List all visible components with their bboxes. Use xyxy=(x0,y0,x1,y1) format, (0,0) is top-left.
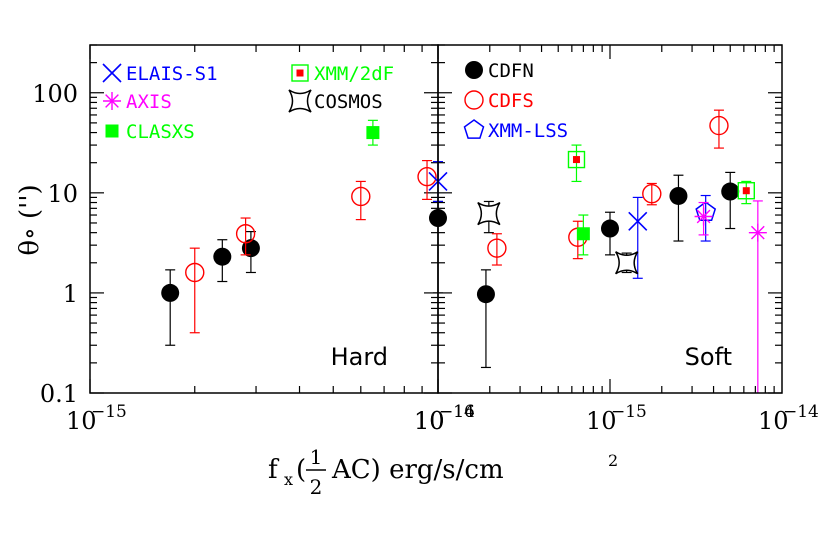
x-tick-label-exp: −14 xyxy=(783,402,819,422)
x-tick-label-exp: −15 xyxy=(91,402,127,422)
series-cosmos xyxy=(477,200,501,234)
x-title-f: f xyxy=(268,455,280,485)
y-axis-title: θ∘ ('') xyxy=(15,184,45,255)
series-cosmos xyxy=(615,251,639,275)
legend-marker xyxy=(291,64,309,82)
data-point-core xyxy=(742,187,750,195)
legend-item: COSMOS xyxy=(288,89,383,113)
x-title-open-paren: ( xyxy=(296,455,306,485)
data-point xyxy=(628,211,648,231)
data-point-box xyxy=(737,182,755,200)
data-point xyxy=(487,238,507,258)
legend-label: CDFN xyxy=(488,60,534,82)
x-title-frac-den: 2 xyxy=(310,475,323,499)
series-clasxs xyxy=(576,214,590,256)
y-tick-label: 10 xyxy=(47,180,78,208)
data-point xyxy=(721,182,740,201)
x-tick-label: 10 xyxy=(414,407,445,435)
data-point-core xyxy=(572,156,580,164)
series-axis xyxy=(748,200,767,393)
data-point xyxy=(567,150,586,169)
legend-label: ELAIS-S1 xyxy=(126,63,218,85)
legend-marker-ray xyxy=(105,94,119,108)
data-point xyxy=(366,126,380,140)
data-point-box xyxy=(567,150,586,169)
legend-marker xyxy=(464,90,484,110)
legend-marker-b xyxy=(102,63,122,83)
data-point xyxy=(476,285,495,304)
legend-label: AXIS xyxy=(126,91,172,113)
series-clasxs xyxy=(366,119,380,146)
legend-marker xyxy=(465,61,483,79)
legend-item: CLASXS xyxy=(105,121,195,143)
data-point xyxy=(161,283,180,302)
data-point xyxy=(669,186,688,205)
legend-label: CLASXS xyxy=(126,121,195,143)
data-point xyxy=(235,224,256,244)
y-tick-label: 100 xyxy=(32,80,78,108)
legend-label: CDFS xyxy=(488,90,534,112)
legend-item: XMM-LSS xyxy=(463,119,568,142)
x-tick-label: 10 xyxy=(586,407,617,435)
data-point xyxy=(695,201,717,222)
x-tick-label: 10 xyxy=(414,407,445,435)
x-tick-label: 10 xyxy=(66,407,97,435)
data-point xyxy=(737,182,755,200)
data-point xyxy=(642,184,662,204)
series-axis xyxy=(694,201,713,236)
data-point-ray xyxy=(696,209,711,224)
data-point-b xyxy=(628,211,648,231)
legend-marker xyxy=(105,124,119,138)
legend-item: AXIS xyxy=(103,91,172,113)
series-cdfn xyxy=(476,171,740,369)
x-tick-label-exp: −15 xyxy=(611,402,647,422)
data-point xyxy=(694,207,713,226)
legend-label: XMM/2dF xyxy=(314,63,394,85)
series-xmm-2df xyxy=(567,144,586,183)
data-point xyxy=(601,219,619,238)
y-tick-label: 0.1 xyxy=(40,380,78,408)
legend-item: CDFN xyxy=(465,60,534,82)
legend-label: COSMOS xyxy=(314,91,383,113)
data-point xyxy=(477,201,501,226)
panel-label: Soft xyxy=(685,343,732,371)
data-point-ray xyxy=(750,225,765,240)
x-tick-label-exp: −14 xyxy=(439,402,475,422)
x-tick-label-exp: −16 xyxy=(439,402,475,422)
legend-marker xyxy=(288,89,312,113)
legend-marker xyxy=(463,119,485,139)
legend-marker-core xyxy=(296,69,304,77)
data-point xyxy=(351,186,371,207)
x-title-rest: AC) erg/s/cm xyxy=(331,455,504,485)
panel-label: Hard xyxy=(331,343,388,371)
legend-label: XMM-LSS xyxy=(488,120,568,142)
x-axis-title: f x ( 1 2 AC) erg/s/cm 2 xyxy=(268,445,618,499)
legend-item: CDFS xyxy=(464,90,534,112)
legend-item: ELAIS-S1 xyxy=(102,63,218,85)
series-elais-s1 xyxy=(628,196,648,279)
x-tick-label: 10 xyxy=(758,407,789,435)
data-point xyxy=(185,262,205,283)
data-point xyxy=(213,247,232,266)
legend-item: XMM/2dF xyxy=(291,63,394,85)
data-point xyxy=(576,227,590,241)
legend-marker-box xyxy=(291,64,309,82)
data-point xyxy=(417,166,437,187)
x-title-frac-num: 1 xyxy=(310,445,323,469)
data-point xyxy=(748,223,767,242)
legend-marker xyxy=(102,63,122,83)
series-cdfs xyxy=(185,159,437,334)
data-point xyxy=(709,115,729,136)
x-title-sup: 2 xyxy=(608,451,618,470)
legend-marker xyxy=(103,92,121,110)
data-point xyxy=(241,239,260,258)
series-xmm-2df xyxy=(737,180,755,205)
y-tick-label: 1 xyxy=(63,280,78,308)
data-point xyxy=(615,251,639,275)
x-title-sub: x xyxy=(284,470,293,489)
